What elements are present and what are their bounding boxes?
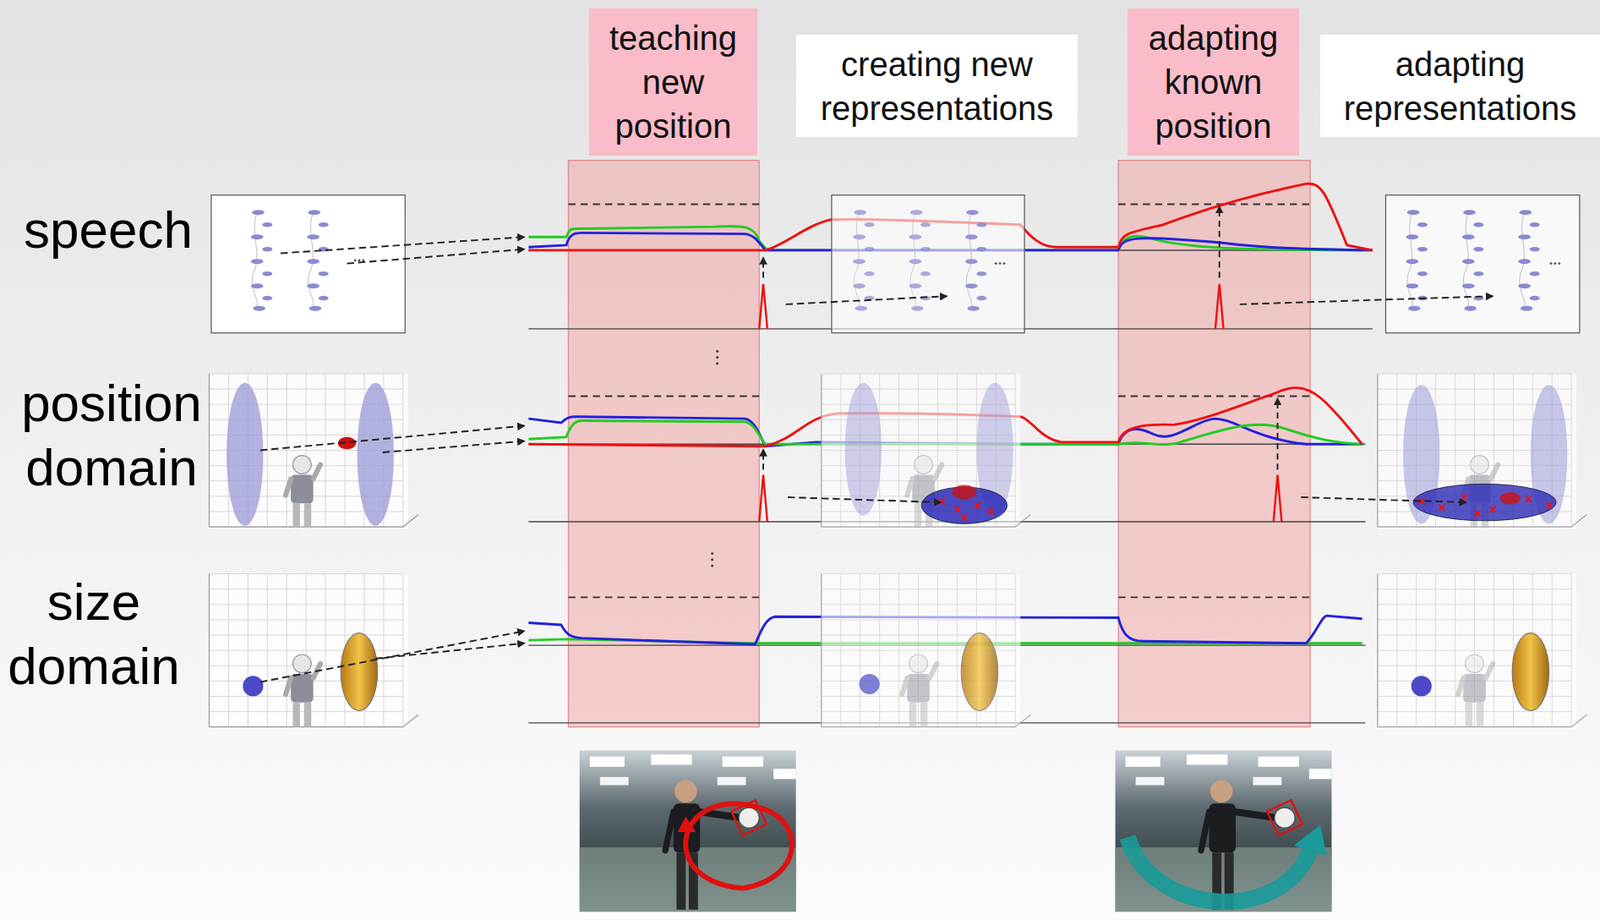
header-text: creating new representations [806,42,1068,131]
header-text: adapting representations [1330,42,1590,131]
header-text: adapting known position [1137,16,1289,148]
row-label: position domain [8,371,215,500]
header-box: adapting known position [1127,8,1300,156]
header-box: adapting representations [1320,34,1600,137]
header-box: teaching new position [589,8,758,156]
row-label: size domain [3,569,185,699]
header-text: teaching new position [599,16,748,148]
row-label: speech [6,197,210,263]
header-box: creating new representations [796,34,1078,137]
